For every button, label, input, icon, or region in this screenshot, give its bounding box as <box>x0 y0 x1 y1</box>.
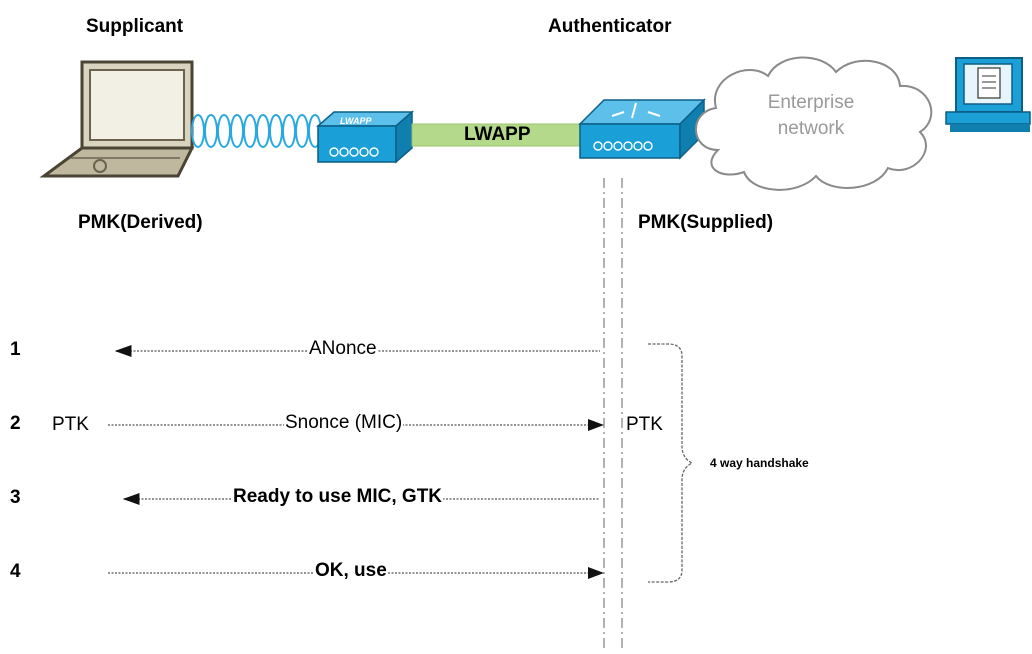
arrowhead-step2 <box>588 419 604 431</box>
lwapp-link-label: LWAPP <box>464 124 531 145</box>
laptop-icon <box>39 60 195 178</box>
ptk-authenticator-label: PTK <box>626 414 663 435</box>
wireless-signal-icon <box>191 114 322 148</box>
ptk-supplicant-label: PTK <box>52 414 89 435</box>
workstation-icon <box>945 57 1031 132</box>
supplicant-header: Supplicant <box>86 16 184 37</box>
cloud-label: Enterprise network <box>756 90 866 142</box>
step-number: 4 <box>10 561 21 582</box>
arrowhead-step4 <box>588 567 604 579</box>
message-label-step2: Snonce (MIC) <box>284 412 404 434</box>
pmk-supplied-label: PMK(Supplied) <box>638 212 774 233</box>
step-number: 2 <box>10 413 21 434</box>
pmk-derived-label: PMK(Derived) <box>78 212 203 233</box>
cloud-label-line1: Enterprise <box>767 92 855 113</box>
lifelines <box>603 178 623 650</box>
access-point-label: LWAPP <box>340 116 372 126</box>
step-number: 3 <box>10 487 21 508</box>
message-label-step3: Ready to use MIC, GTK <box>232 486 444 508</box>
handshake-brace <box>648 343 694 583</box>
arrowheads <box>588 419 604 579</box>
cloud-label-line2: network <box>777 118 845 139</box>
message-lines <box>108 345 600 574</box>
message-label-step1: ANonce <box>308 338 378 360</box>
step-number: 1 <box>10 339 21 360</box>
handshake-label: 4 way handshake <box>710 456 809 470</box>
authenticator-header: Authenticator <box>548 16 672 37</box>
access-point-icon <box>316 110 414 164</box>
message-label-step4: OK, use <box>314 560 388 582</box>
controller-icon <box>578 98 706 160</box>
cloud-icon <box>695 56 933 191</box>
